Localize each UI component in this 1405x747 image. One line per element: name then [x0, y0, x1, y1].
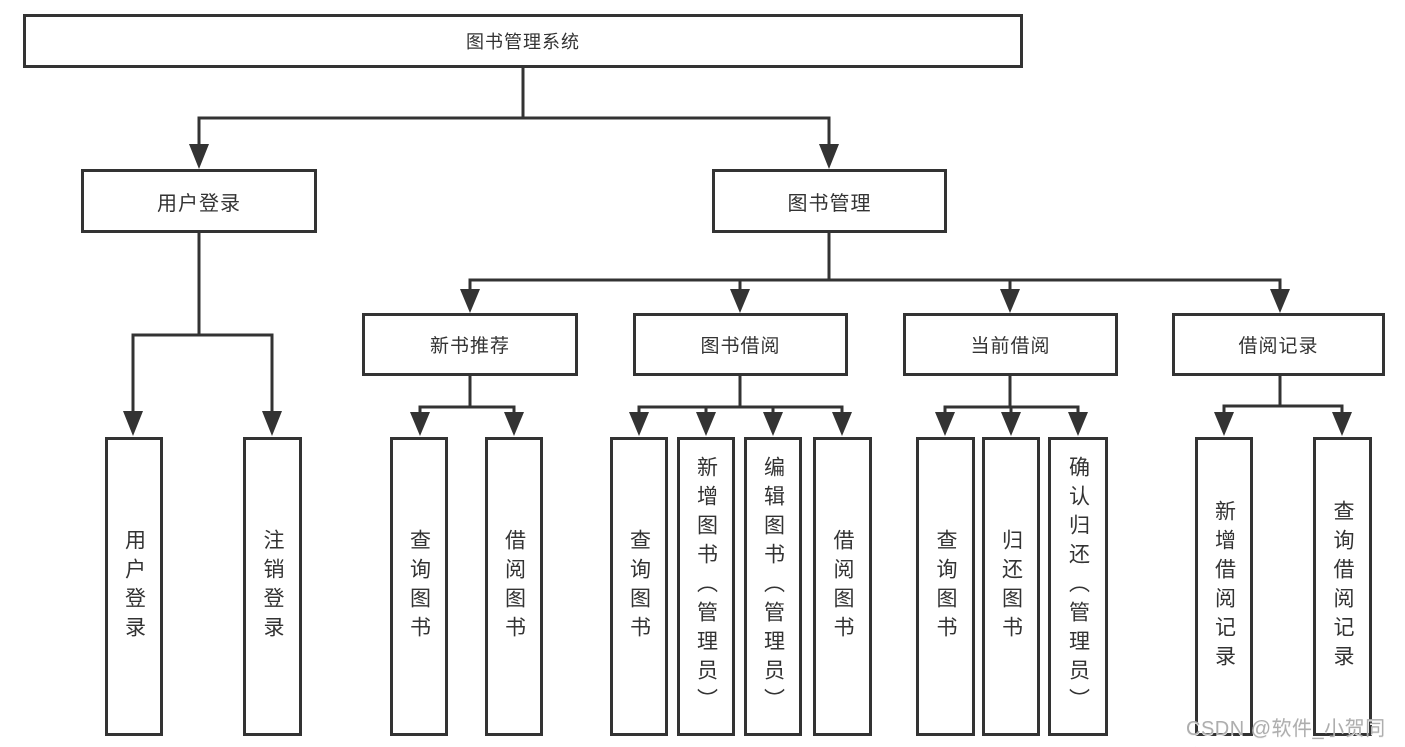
node-book-borrowing: 图书借阅	[633, 313, 848, 376]
node-current-borrowing: 当前借阅	[903, 313, 1118, 376]
leaf-query-borrow-record-label: 查询借阅记录	[1331, 499, 1354, 674]
node-library-system-label: 图书管理系统	[466, 32, 580, 52]
leaf-confirm-return-admin: 确认归还（管理员）	[1048, 437, 1108, 736]
node-book-management-label: 图书管理	[787, 192, 872, 215]
node-book-management: 图书管理	[712, 169, 947, 233]
leaf-return-book: 归还图书	[982, 437, 1040, 736]
leaf-query-books-current-label: 查询图书	[934, 528, 957, 645]
leaf-add-book-admin-label: 新增图书（管理员）	[694, 456, 718, 717]
watermark: CSDN @软件_小贺同学	[1186, 718, 1386, 740]
leaf-query-borrow-record: 查询借阅记录	[1313, 437, 1372, 736]
leaf-add-borrow-record: 新增借阅记录	[1195, 437, 1253, 736]
leaf-user-login-label: 用户登录	[122, 528, 146, 645]
leaf-user-login: 用户登录	[105, 437, 163, 736]
leaf-borrow-books-borrowing-label: 借阅图书	[831, 528, 854, 645]
leaf-logout: 注销登录	[243, 437, 302, 736]
leaf-borrow-books-borrowing: 借阅图书	[813, 437, 872, 736]
leaf-borrow-books-recommend: 借阅图书	[485, 437, 543, 736]
leaf-query-books-recommend-label: 查询图书	[407, 528, 431, 645]
leaf-return-book-label: 归还图书	[999, 528, 1023, 645]
leaf-edit-book-admin: 编辑图书（管理员）	[744, 437, 802, 736]
leaf-logout-label: 注销登录	[261, 528, 284, 645]
leaf-add-borrow-record-label: 新增借阅记录	[1212, 499, 1236, 674]
node-current-borrowing-label: 当前借阅	[970, 336, 1051, 357]
leaf-add-book-admin: 新增图书（管理员）	[677, 437, 735, 736]
node-library-system: 图书管理系统	[23, 14, 1023, 68]
node-new-book-recommend-label: 新书推荐	[429, 336, 510, 357]
leaf-query-books-borrowing: 查询图书	[610, 437, 668, 736]
leaf-query-books-current: 查询图书	[916, 437, 975, 736]
node-user-login: 用户登录	[81, 169, 317, 233]
leaf-query-books-borrowing-label: 查询图书	[627, 528, 651, 645]
node-new-book-recommend: 新书推荐	[362, 313, 578, 376]
node-user-login-label: 用户登录	[157, 192, 241, 215]
node-borrowing-records-label: 借阅记录	[1238, 336, 1319, 357]
leaf-query-books-recommend: 查询图书	[390, 437, 448, 736]
leaf-edit-book-admin-label: 编辑图书（管理员）	[761, 456, 785, 717]
node-book-borrowing-label: 图书借阅	[700, 336, 781, 357]
leaf-confirm-return-admin-label: 确认归还（管理员）	[1066, 456, 1090, 717]
node-borrowing-records: 借阅记录	[1172, 313, 1385, 376]
leaf-borrow-books-recommend-label: 借阅图书	[502, 528, 526, 645]
